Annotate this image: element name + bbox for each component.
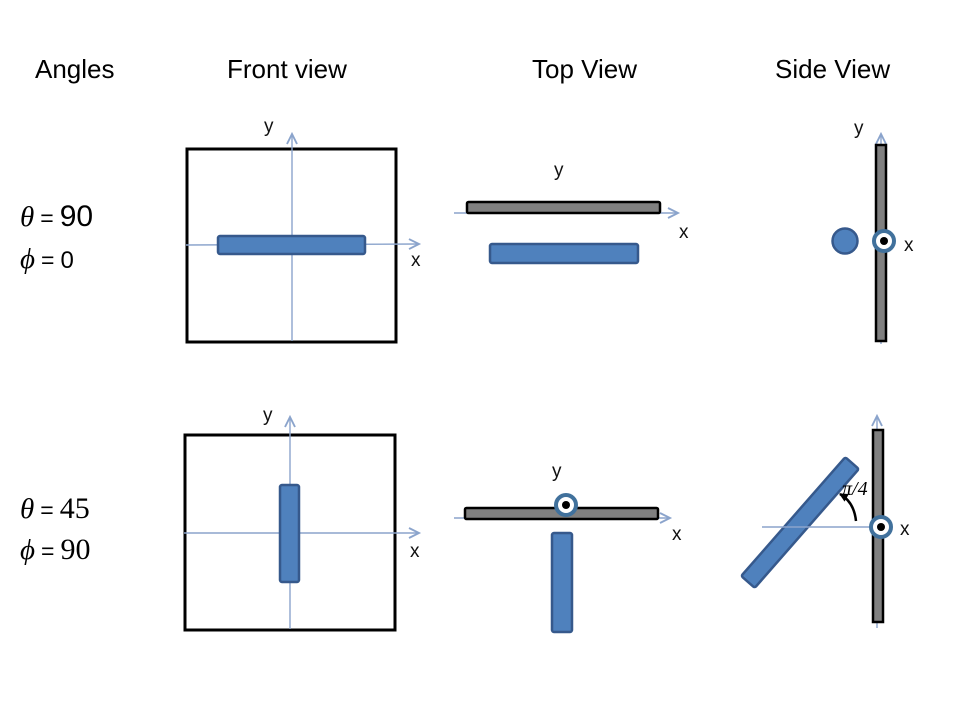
top-view-2-out-of-page-dot-icon (562, 501, 570, 509)
top-view-2 (454, 493, 673, 634)
row2-phi-equation: ϕ = 90 (20, 533, 90, 567)
phi-value: 90 (60, 533, 91, 566)
front-view-1-y-label: y (264, 116, 274, 137)
equals-sign: = (40, 205, 54, 231)
equals-sign: = (41, 247, 55, 273)
side-view-1-rod-end-disc (831, 227, 859, 255)
top-view-1-screen-plate (465, 200, 662, 215)
side-view-2-out-of-page-dot-icon (877, 523, 885, 531)
phi-value: 0 (60, 247, 74, 274)
row1-phi-equation: ϕ = 0 (20, 243, 74, 276)
rotation-angle-label: π/4 (842, 478, 868, 500)
top-view-2-rod (550, 531, 574, 634)
front-view-1-rod (216, 234, 367, 256)
phi-symbol: ϕ (20, 243, 36, 275)
header-front-view: Front view (227, 54, 347, 84)
side-view-1 (831, 131, 896, 344)
top-view-2-x-label: x (672, 524, 682, 545)
top-view-2-y-label: y (552, 461, 562, 482)
front-view-1 (185, 131, 422, 344)
top-view-1-y-label: y (554, 160, 564, 181)
front-view-2-y-label: y (263, 405, 273, 426)
side-view-2-angle-arc-arrow (839, 492, 858, 522)
side-view-1-y-label: y (854, 118, 864, 139)
theta-value: 90 (59, 200, 94, 233)
front-view-2-rod (278, 483, 301, 584)
header-top-view: Top View (532, 54, 638, 84)
side-view-1-x-label: x (904, 235, 914, 256)
row1-theta-equation: θ = 90 (20, 200, 93, 234)
side-view-2 (740, 413, 893, 628)
equals-sign: = (41, 538, 55, 564)
phi-symbol: ϕ (20, 534, 36, 566)
side-view-2-x-label: x (900, 519, 910, 540)
equals-sign: = (40, 497, 54, 523)
top-view-1-x-label: x (679, 222, 689, 243)
front-view-1-x-label: x (411, 250, 421, 271)
front-view-2 (183, 414, 422, 632)
theta-symbol: θ (20, 493, 35, 525)
theta-symbol: θ (20, 201, 35, 233)
theta-value: 45 (59, 492, 90, 525)
side-view-2-rod (740, 456, 860, 589)
row2-theta-equation: θ = 45 (20, 492, 90, 526)
top-view-1 (454, 200, 681, 265)
header-side-view: Side View (775, 54, 891, 84)
front-view-2-x-label: x (410, 541, 420, 562)
top-view-1-rod (488, 242, 640, 265)
header-angles: Angles (35, 54, 115, 84)
side-view-1-out-of-page-dot-icon (880, 237, 888, 245)
